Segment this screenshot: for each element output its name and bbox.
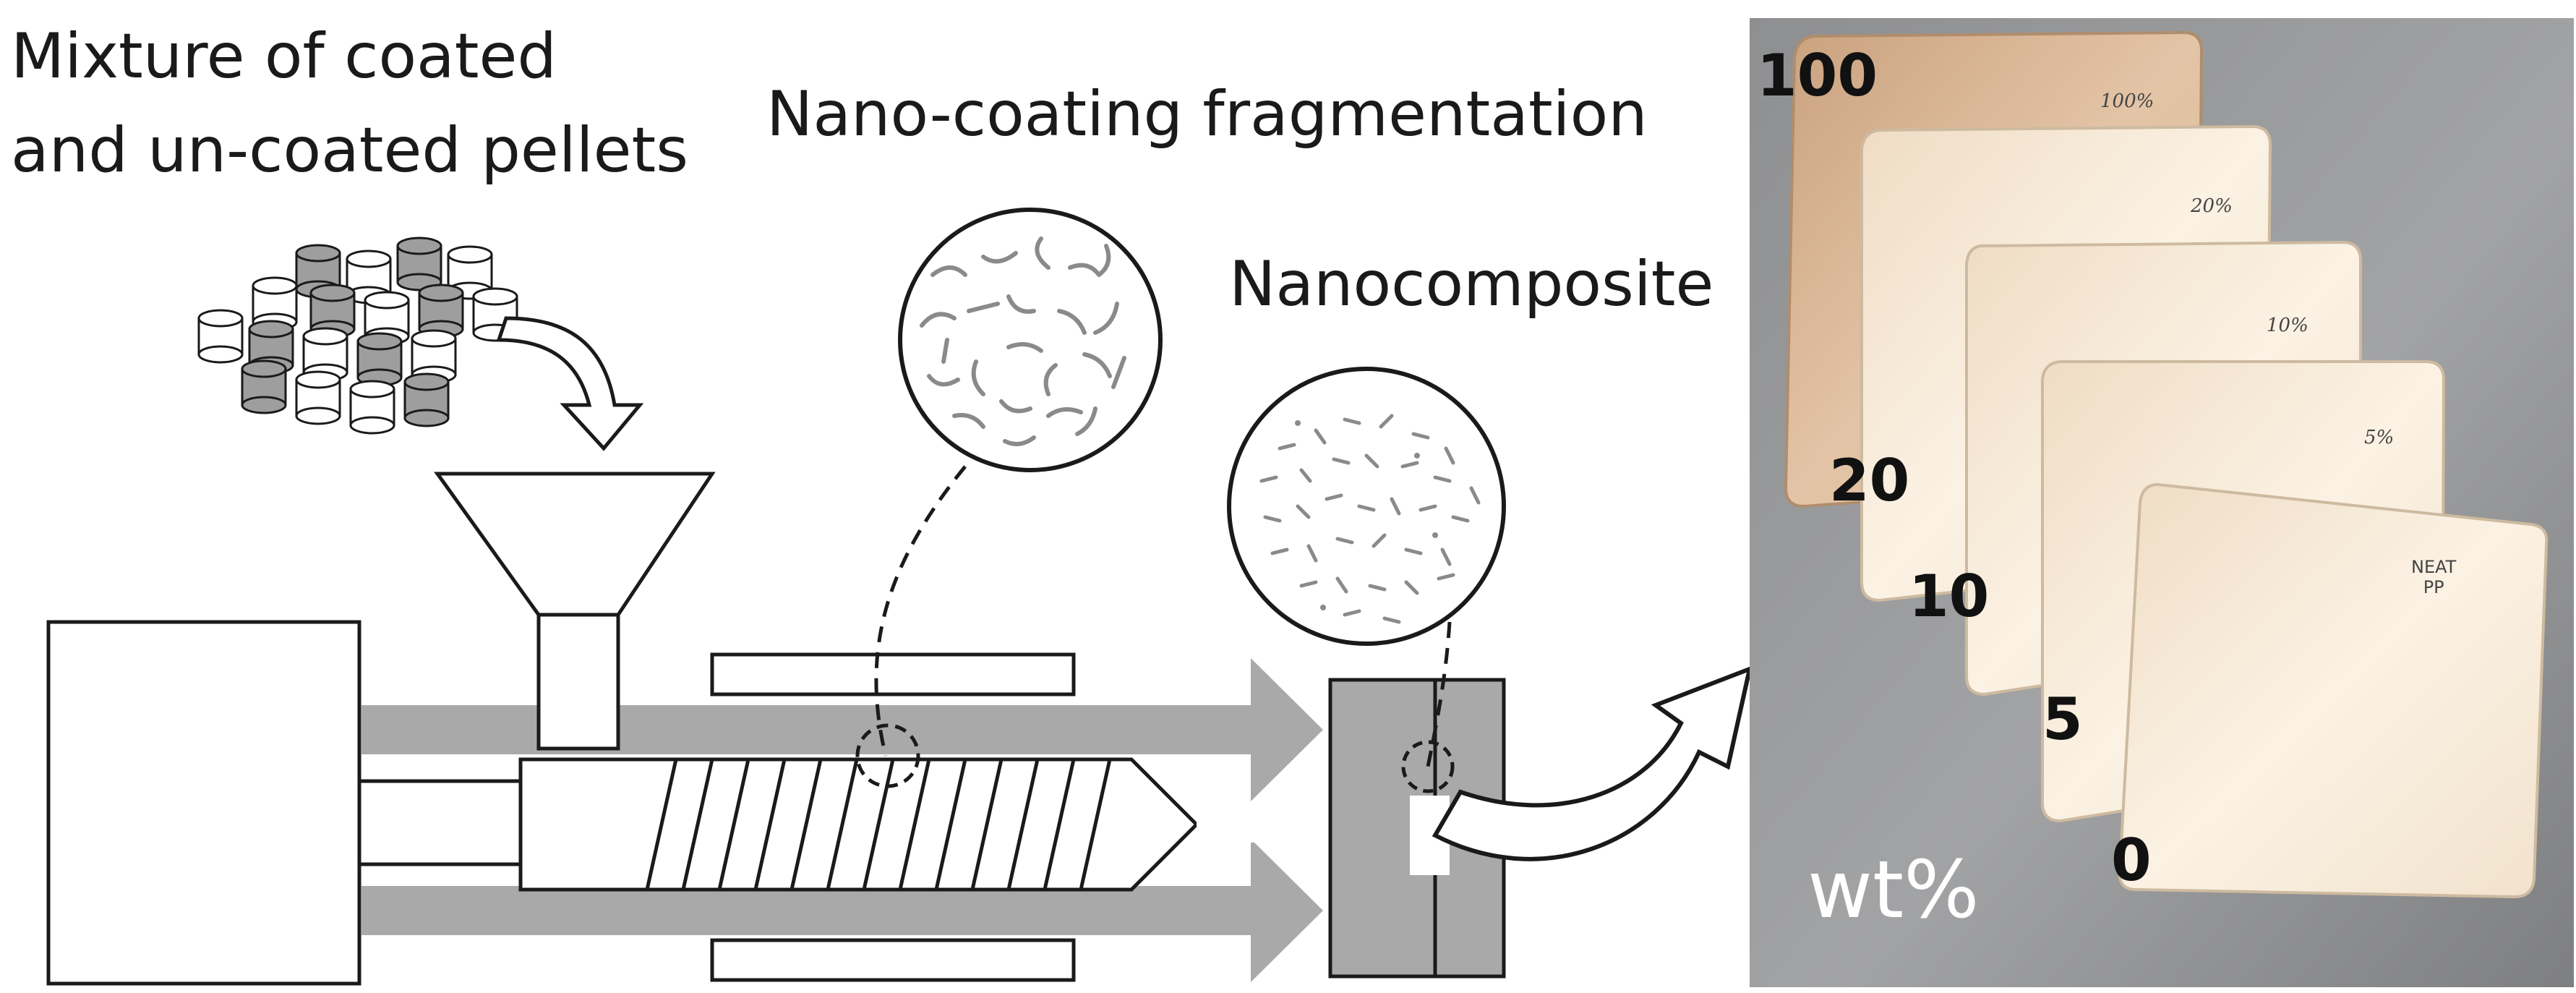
nanocomposite-magnifier [1227,367,1506,793]
plate-note-0-line1: NEAT [2411,557,2457,577]
plate-note-100: 100% [2100,90,2154,112]
heater-band-bottom [710,938,1076,982]
drive-shaft [357,779,524,866]
pellets-label-line1: Mixture of coated [11,20,557,93]
fragmentation-magnifier [855,208,1163,788]
pellets-label-line2: and un-coated pellets [11,114,689,187]
hopper-icon [434,472,716,751]
heater-band-top [710,652,1076,696]
nanocomposite-label: Nanocomposite [1229,248,1714,320]
plate-label-5: 5 [2042,686,2083,753]
flow-arrow-bottom [361,839,1323,982]
unit-label: wt% [1807,843,1980,936]
plate-note-0-line2: PP [2423,577,2444,597]
plate-note-10: 10% [2267,315,2308,336]
flow-arrow-top [361,658,1323,801]
curved-right-arrow-icon [1432,665,1753,861]
fragmentation-label: Nano-coating fragmentation [766,78,1648,150]
plate-label-100: 100 [1757,42,1878,109]
plate-note-0: NEAT PP [2411,557,2456,597]
plate-label-0: 0 [2111,827,2152,894]
plate-label-10: 10 [1909,563,1990,630]
plate-note-5: 5% [2364,427,2395,448]
plate-0 [2118,482,2549,899]
plate-note-20: 20% [2191,195,2233,217]
plate-label-20: 20 [1829,447,1910,514]
motor-housing [46,620,361,986]
curved-down-arrow-icon [496,316,644,451]
plates-photo [1750,18,2574,987]
pellet-cluster-icon [197,236,518,435]
screw-icon [518,757,1199,892]
